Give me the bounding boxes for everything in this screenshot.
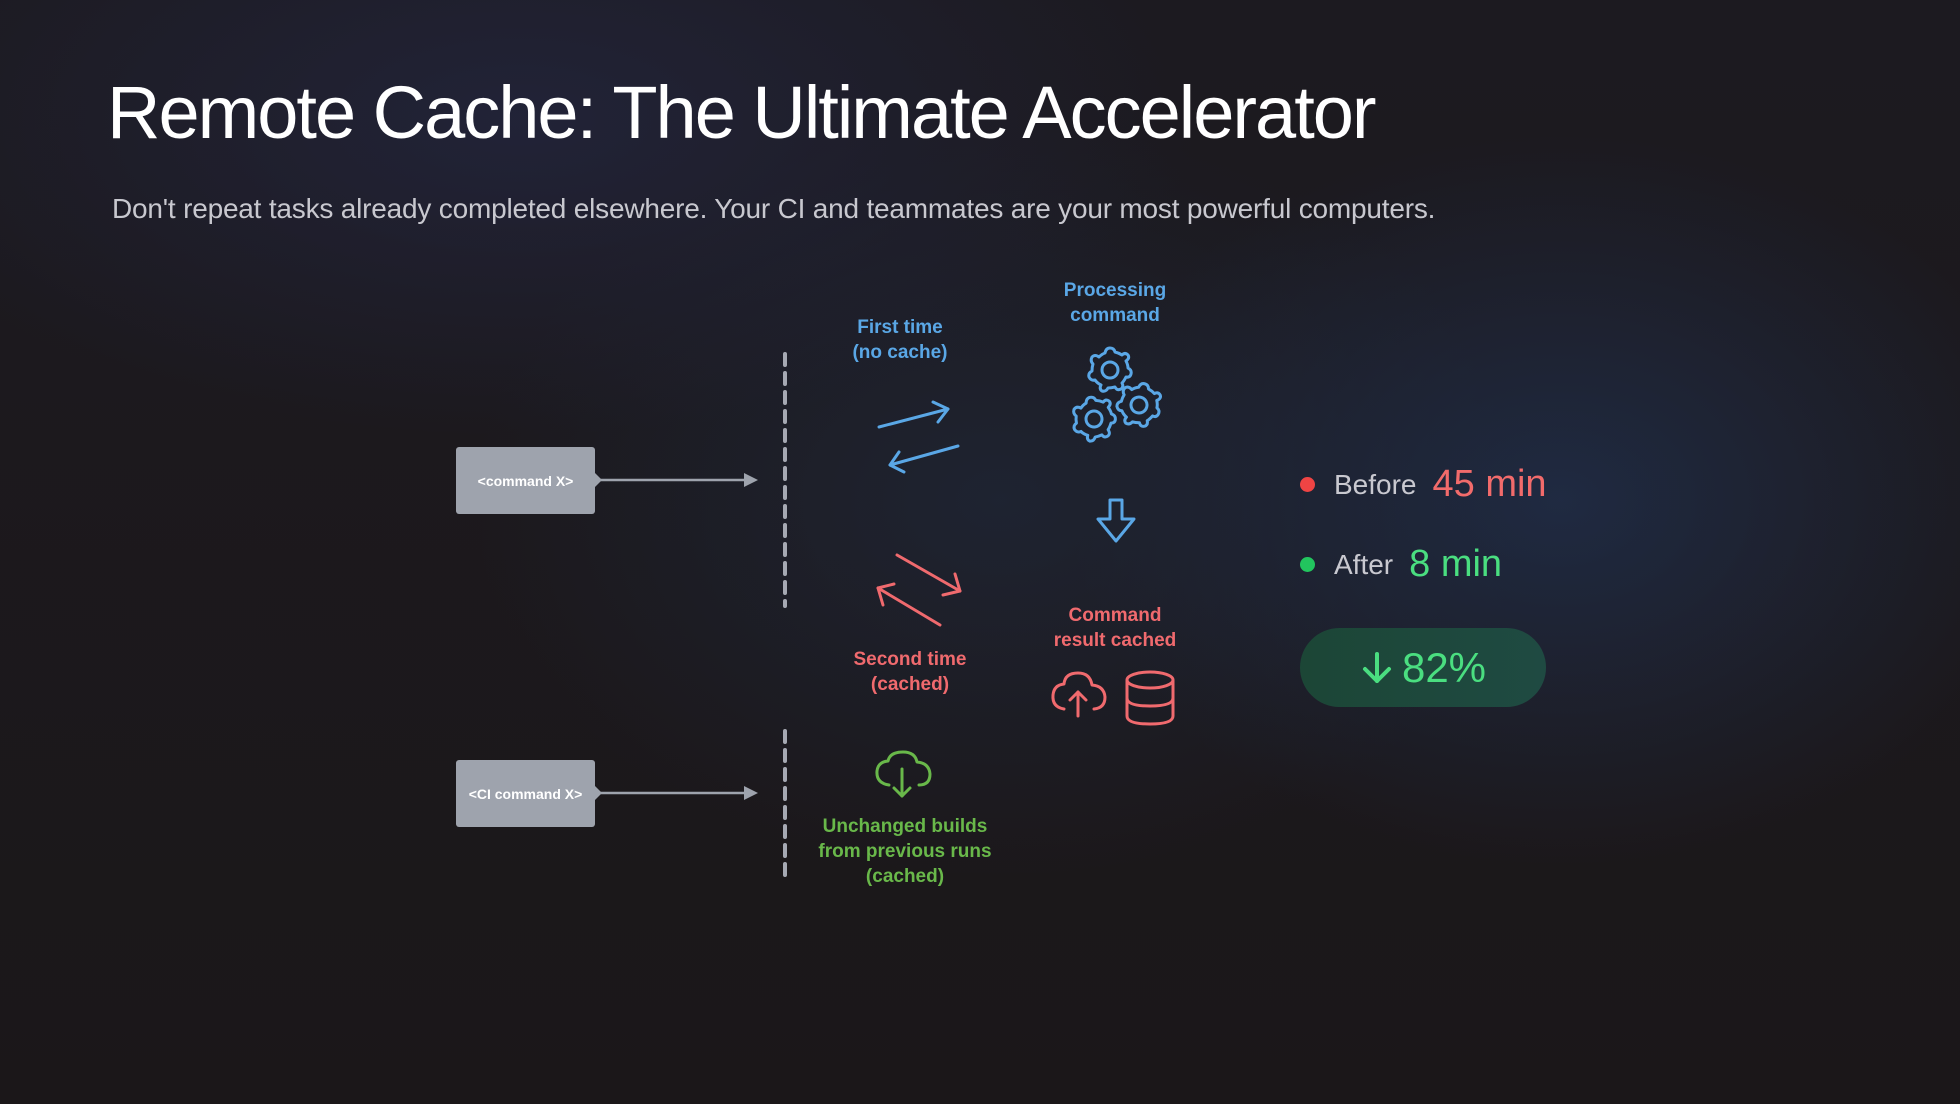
local-command-box: <command X> bbox=[456, 447, 595, 514]
first-time-arrows-icon bbox=[877, 400, 960, 474]
second-time-line1: Second time bbox=[853, 649, 967, 670]
ci-command-box: <CI command X> bbox=[456, 760, 595, 827]
stat-before: Before 45 min bbox=[1300, 463, 1547, 506]
second-time-label: Second time (cached) bbox=[840, 647, 980, 697]
box-notch-local bbox=[595, 473, 602, 487]
result-cached-line2: result cached bbox=[1053, 630, 1177, 651]
unchanged-builds-label: Unchanged builds from previous runs (cac… bbox=[800, 814, 1010, 889]
database-icon bbox=[1125, 670, 1175, 726]
cloud-upload-icon bbox=[1051, 671, 1107, 718]
local-command-arrow bbox=[600, 473, 758, 487]
processing-label: Processing command bbox=[1050, 278, 1180, 328]
first-time-line2: (no cache) bbox=[852, 342, 948, 363]
first-time-line1: First time bbox=[857, 317, 943, 338]
unchanged-line2: from previous runs bbox=[818, 841, 992, 862]
second-time-arrows-icon bbox=[876, 553, 962, 627]
after-dot-icon bbox=[1300, 557, 1315, 572]
unchanged-line1: Unchanged builds bbox=[822, 816, 988, 837]
before-label: Before bbox=[1334, 468, 1417, 500]
first-time-label: First time (no cache) bbox=[840, 315, 960, 365]
reduction-value: 82% bbox=[1401, 643, 1487, 691]
arrow-down-icon bbox=[1362, 651, 1391, 683]
cloud-download-icon bbox=[875, 750, 932, 798]
gears-icon bbox=[1072, 346, 1162, 443]
before-value: 45 min bbox=[1432, 463, 1547, 505]
after-value: 8 min bbox=[1409, 543, 1503, 585]
processing-line2: command bbox=[1070, 305, 1160, 326]
before-dot-icon bbox=[1300, 477, 1315, 492]
local-command-label: <command X> bbox=[477, 472, 574, 489]
ci-command-arrow bbox=[600, 786, 758, 800]
flow-down-arrow-icon bbox=[1096, 498, 1136, 543]
unchanged-line3: (cached) bbox=[865, 866, 945, 887]
result-cached-label: Command result cached bbox=[1035, 603, 1195, 653]
processing-line1: Processing bbox=[1063, 280, 1167, 301]
page-subtitle: Don't repeat tasks already completed els… bbox=[112, 193, 1436, 224]
ci-command-label: <CI command X> bbox=[468, 785, 583, 802]
stat-after: After 8 min bbox=[1300, 543, 1502, 586]
after-label: After bbox=[1334, 548, 1394, 580]
second-time-line2: (cached) bbox=[870, 674, 950, 695]
result-cached-line1: Command bbox=[1068, 605, 1162, 626]
box-notch-ci bbox=[595, 786, 602, 800]
page-title: Remote Cache: The Ultimate Accelerator bbox=[107, 71, 1377, 154]
reduction-badge: 82% bbox=[1300, 628, 1546, 707]
